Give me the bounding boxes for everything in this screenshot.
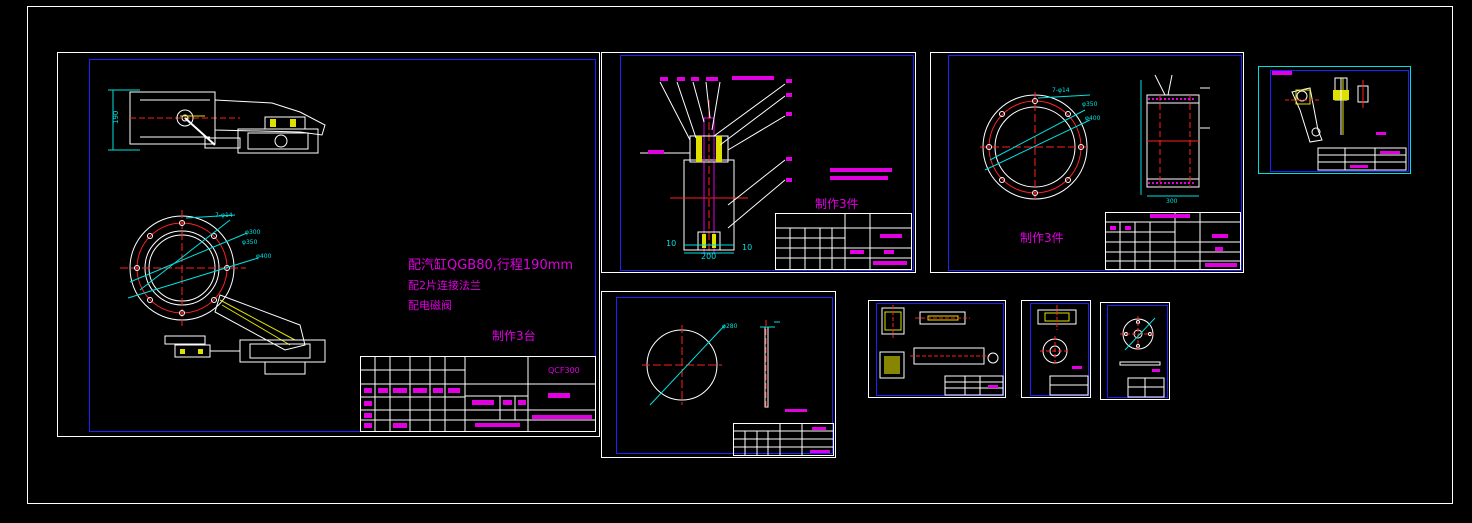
svg-text:φ350: φ350 — [242, 239, 258, 246]
shaft-sheet: 10 10 200 — [601, 52, 916, 273]
svg-text:7-φ14: 7-φ14 — [1052, 87, 1070, 94]
svg-text:φ400: φ400 — [256, 253, 272, 260]
main-quantity-note: 制作3台 — [492, 329, 536, 343]
drawing-code: QCF300 — [548, 366, 580, 375]
svg-text:φ400: φ400 — [1085, 115, 1101, 122]
lever-sheet — [1258, 66, 1411, 174]
svg-text:10: 10 — [666, 239, 676, 248]
plate-sheet — [1100, 302, 1170, 400]
svg-text:φ280: φ280 — [722, 323, 738, 330]
svg-text:190: 190 — [112, 111, 120, 124]
valve-top-view: 7-φ14 φ300 φ350 φ400 — [120, 210, 326, 375]
svg-text:10: 10 — [742, 243, 752, 252]
shaft-quantity-note: 制作3件 — [815, 197, 859, 211]
valve-side-view: 190 — [108, 89, 326, 154]
outer-frame — [27, 6, 1453, 504]
svg-text:φ300: φ300 — [245, 229, 261, 236]
flange-sheet — [1021, 300, 1091, 398]
ring-sheet: 7-φ14 φ350 φ400 300 — [930, 52, 1244, 273]
svg-text:φ350: φ350 — [1082, 101, 1098, 108]
bracket-sheet — [868, 300, 1006, 398]
svg-text:7-φ14: 7-φ14 — [215, 212, 233, 219]
solenoid-valve-note: 配电磁阀 — [408, 299, 452, 312]
flange-note: 配2片连接法兰 — [408, 279, 481, 292]
main-title-block — [360, 356, 596, 432]
svg-text:200: 200 — [701, 252, 716, 261]
main-sheet: 190 — [57, 52, 600, 437]
cylinder-note: 配汽缸QGB80,行程190mm — [408, 258, 574, 273]
ring-quantity-note: 制作3件 — [1020, 231, 1064, 245]
svg-text:300: 300 — [1166, 198, 1178, 205]
disc-sheet: φ280 — [601, 291, 836, 458]
